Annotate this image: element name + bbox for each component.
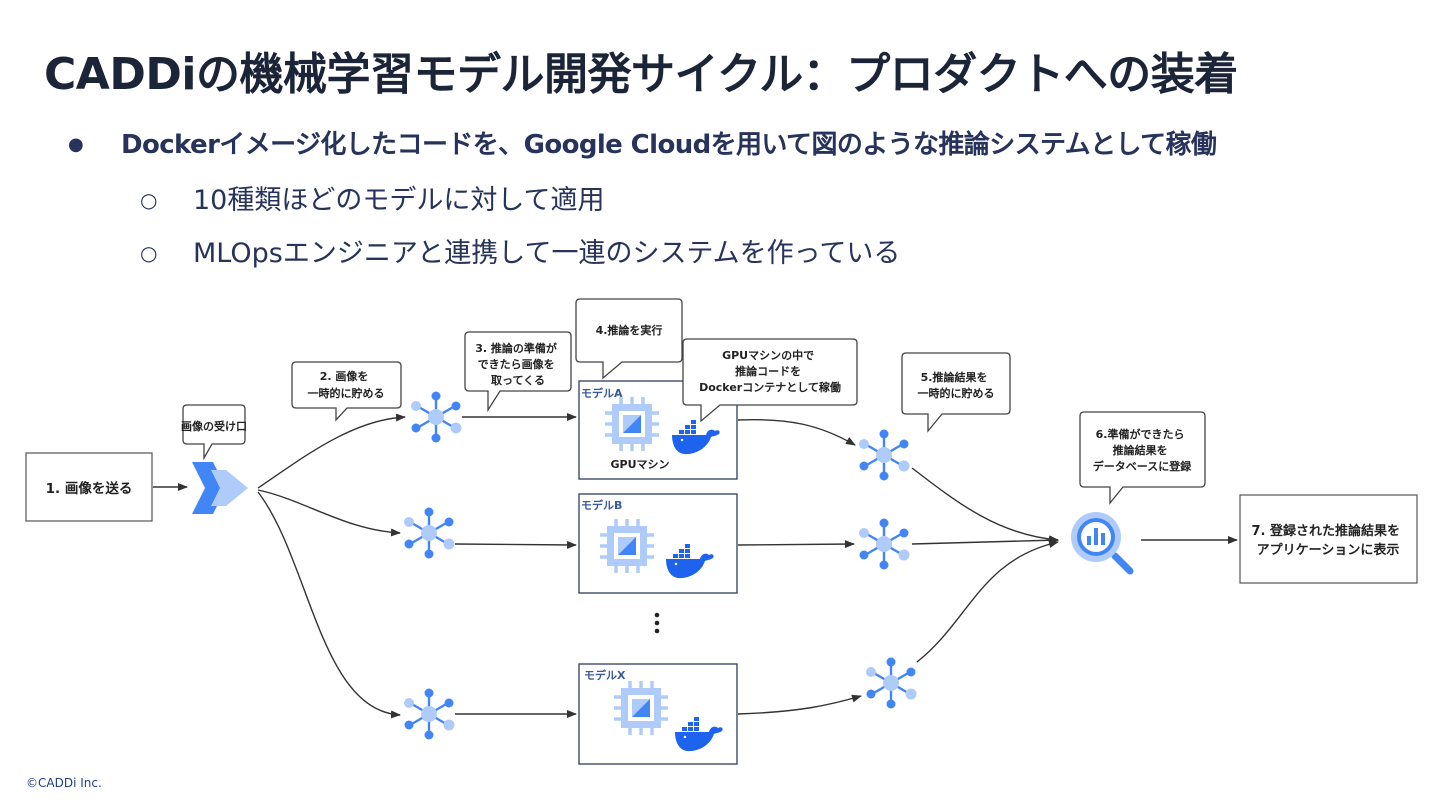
branch-to-queue-x — [257, 491, 401, 719]
copyright-footer: ©CADDi Inc. — [26, 776, 102, 790]
arrow-model-a-to-result-queue — [737, 418, 856, 446]
step1-label: 1. 画像を送る — [46, 480, 133, 497]
callout-step4-label: 4.推論を実行 — [596, 323, 663, 337]
branch-to-queue-b — [257, 489, 401, 537]
slide-title: CADDiの機械学習モデル開発サイクル：プロダクトへの装着 — [44, 49, 1238, 100]
intake-callout-label: 画像の受け口 — [181, 419, 247, 433]
gpu-chip-icon — [598, 517, 656, 575]
sub-bullet-text: MLOpsエンジニアと連携して一連のシステムを作っている — [193, 238, 901, 269]
model-b-box — [578, 493, 738, 594]
callout-step2-text: 2. 画像を 一時的に貯める — [308, 369, 385, 400]
model-x-label: モデルX — [584, 668, 626, 682]
intake-endpoint-icon — [192, 462, 248, 514]
more-models-ellipsis — [654, 612, 660, 634]
arrow-result-a-to-database — [911, 467, 1059, 544]
sub-bullet-marker: ○ — [140, 188, 158, 212]
bullet-text: Dockerイメージ化したコードを、Google Cloudを用いて図のような推… — [121, 130, 1217, 160]
result-queue-icon — [864, 656, 918, 710]
image-queue-icon — [402, 506, 456, 560]
callout-step6 — [1079, 411, 1206, 505]
branch-to-queue-a — [257, 413, 406, 489]
model-a-label: モデルA — [581, 386, 623, 400]
image-queue-icon — [409, 390, 463, 444]
callout-step4 — [575, 298, 683, 380]
bullet-marker: ● — [68, 134, 84, 155]
result-queue-icon — [857, 517, 911, 571]
gpu-note-text: GPUマシンの中で 推論コードを Dockerコンテナとして稼働 — [699, 348, 841, 394]
callout-gpu-note — [682, 338, 858, 423]
gpu-chip-icon — [612, 679, 670, 737]
step7-text: 7. 登録された推論結果を アプリケーションに表示 — [1251, 523, 1404, 558]
gpu-machine-label: GPUマシン — [610, 458, 669, 471]
callout-intake — [182, 404, 246, 461]
result-queue-icon — [857, 428, 911, 482]
step7-box — [1239, 494, 1418, 584]
callout-step5 — [901, 352, 1011, 433]
database-bigquery-icon — [1071, 512, 1134, 575]
sub-bullet-models: ○ 10種類ほどのモデルに対して適用 — [140, 178, 605, 217]
model-b-label: モデルB — [581, 498, 622, 512]
sub-bullet-mlops: ○ MLOpsエンジニアと連携して一連のシステムを作っている — [140, 231, 900, 270]
callout-step6-text: 6.準備ができたら 推論結果を データベースに登録 — [1093, 427, 1192, 473]
bullet-inference-system: ● Dockerイメージ化したコードを、Google Cloudを用いて図のような… — [68, 124, 1217, 161]
image-queue-icon — [402, 687, 456, 741]
arrow-model-x-to-result-queue — [737, 694, 862, 715]
arrow-model-b-to-result-queue — [737, 540, 855, 549]
arrow-result-b-to-database — [911, 536, 1059, 545]
arrow-queue-to-model-b — [454, 540, 577, 549]
sub-bullet-marker: ○ — [140, 241, 158, 265]
gpu-chip-icon — [603, 395, 661, 453]
callout-step5-text: 5.推論結果を 一時的に貯める — [918, 370, 995, 400]
arrow-result-x-to-database — [916, 540, 1059, 663]
callout-step2 — [291, 361, 402, 422]
sub-bullet-text: 10種類ほどのモデルに対して適用 — [193, 185, 605, 216]
step1-box — [25, 452, 153, 522]
callout-step3 — [464, 331, 572, 413]
callout-step3-text: 3. 推論の準備が できたら画像を 取ってくる — [475, 341, 561, 387]
